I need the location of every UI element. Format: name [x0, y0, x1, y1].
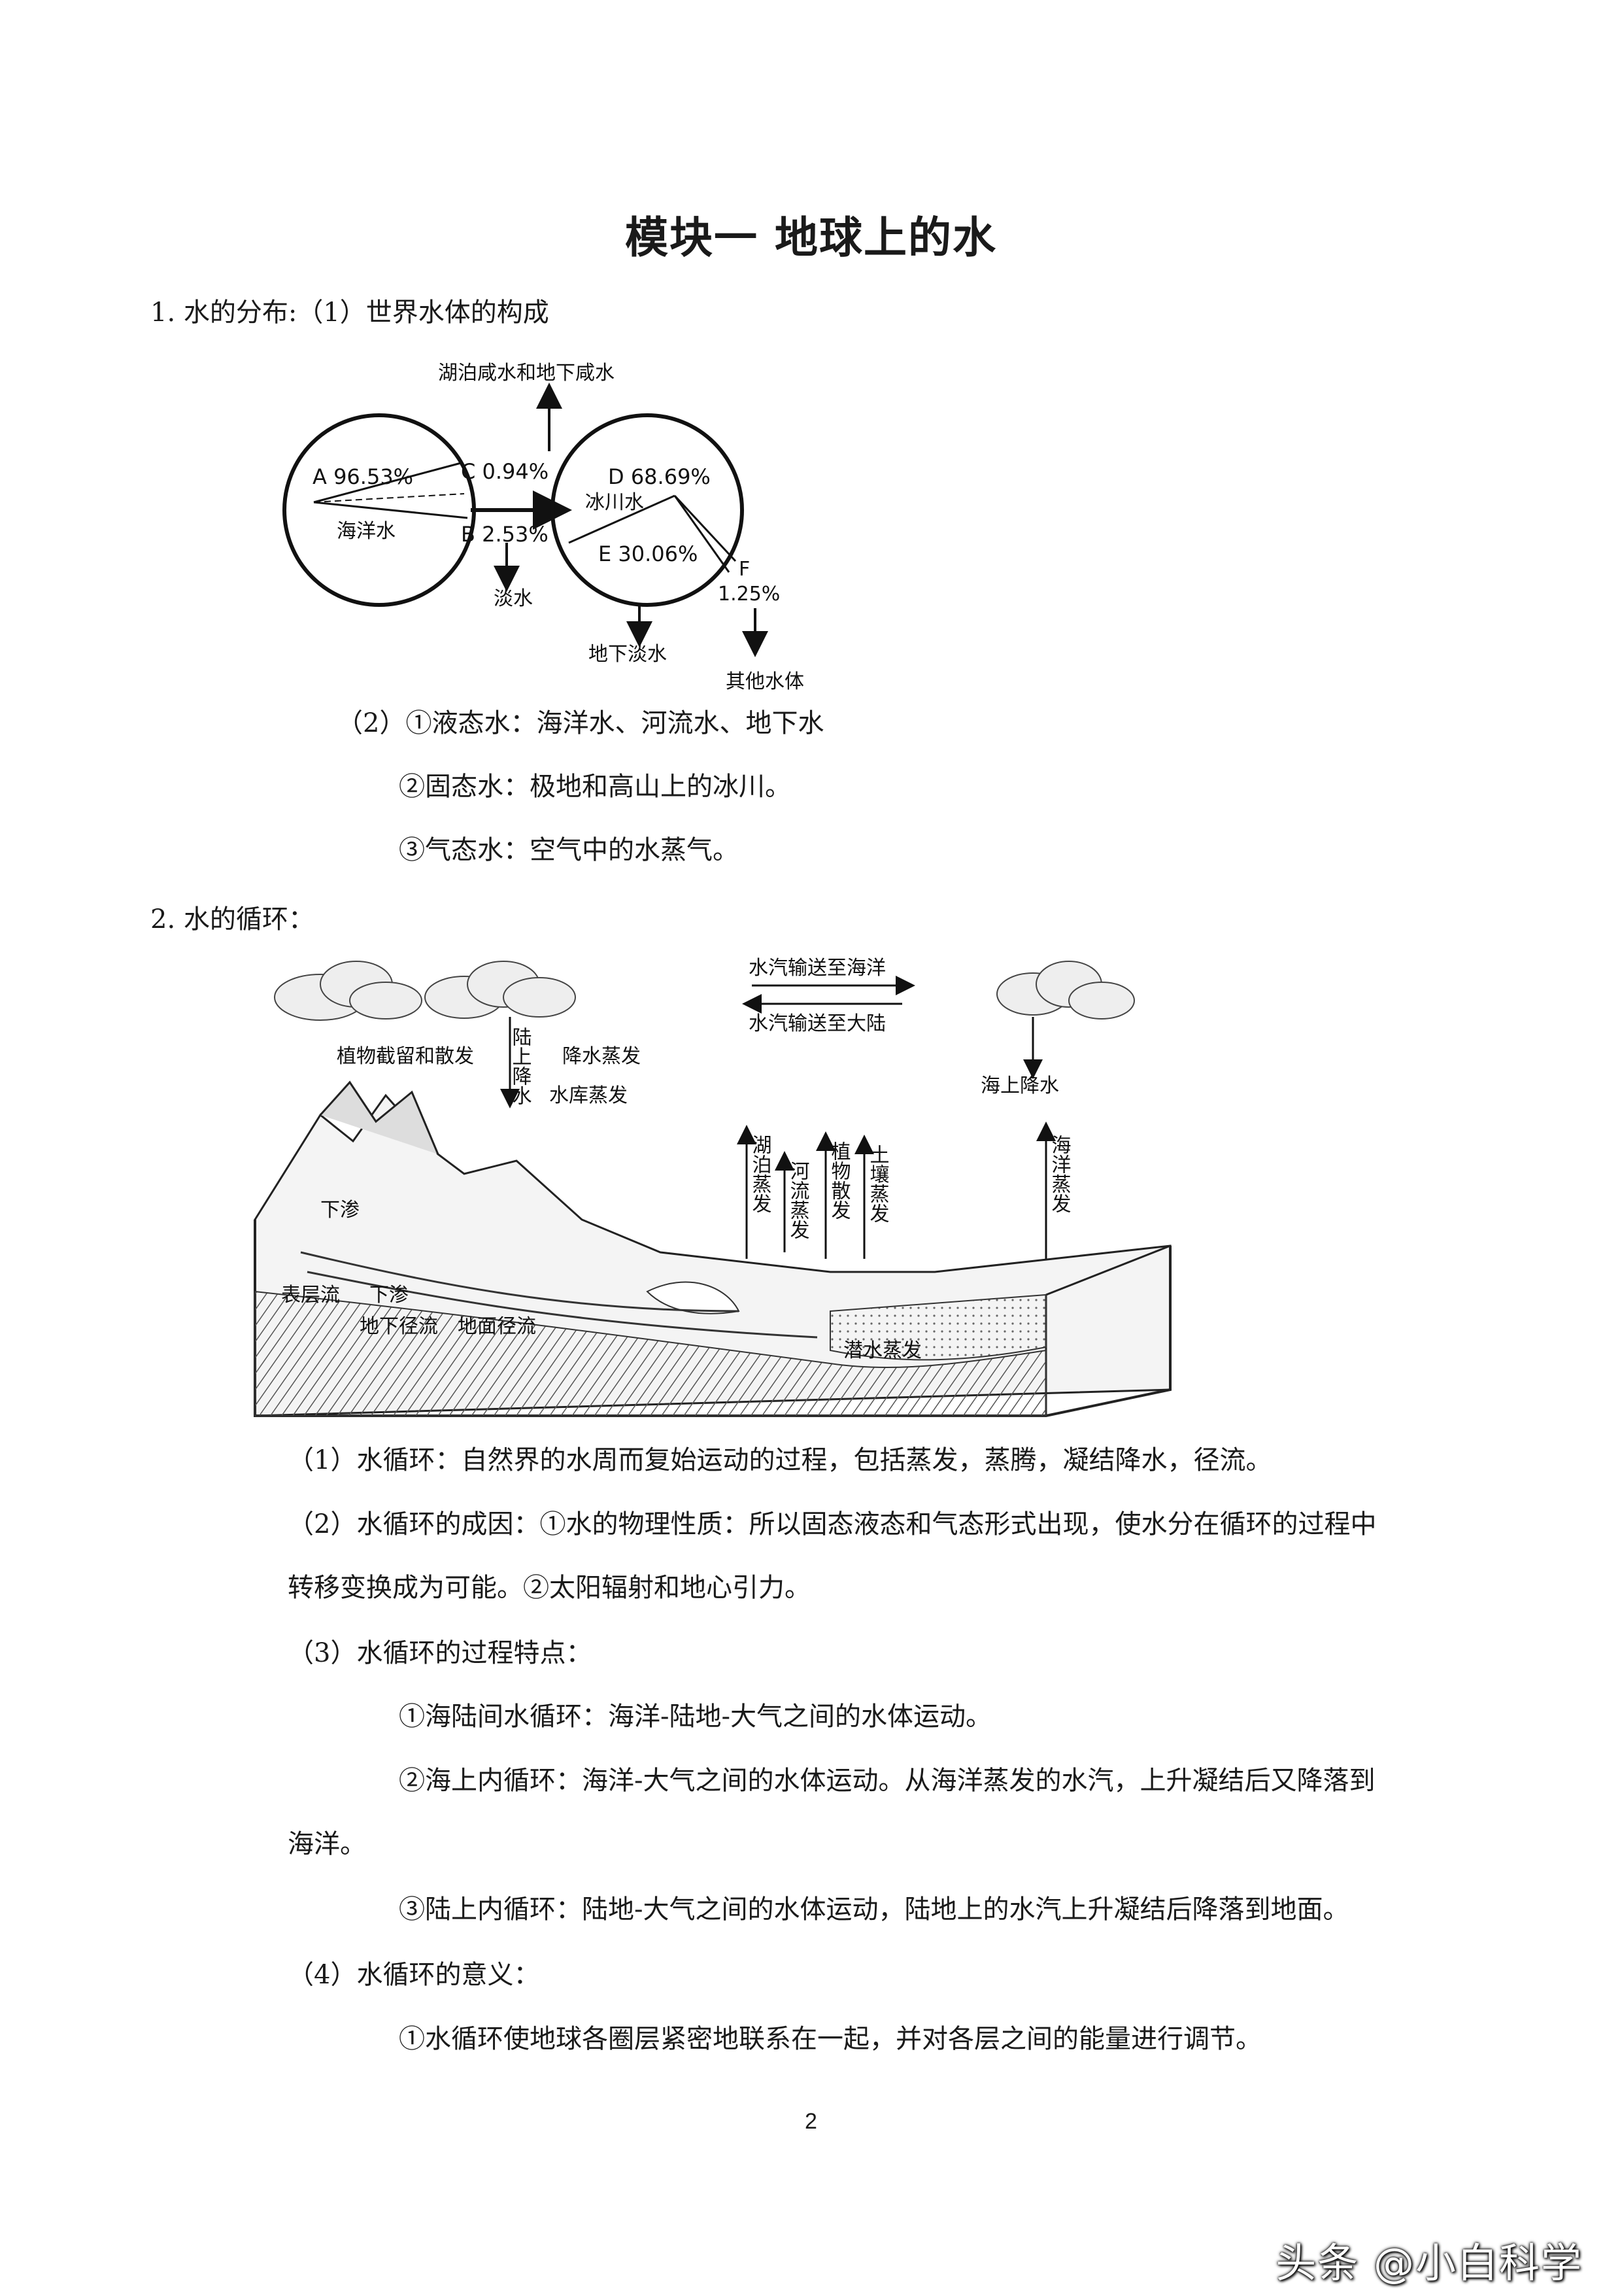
infiltration-label: 下渗 [320, 1199, 360, 1222]
infiltration-label-2: 下渗 [369, 1284, 409, 1307]
para-2-causes-b: 转移变换成为可能。②太阳辐射和地心引力。 [288, 1573, 811, 1603]
plant-interception-label: 植物截留和散发 [337, 1045, 474, 1068]
underground-runoff-label: 地下径流 [360, 1315, 438, 1338]
slice-e-label: E 30.06% [598, 541, 698, 566]
lake-evaporation-label: 湖泊蒸发 [749, 1135, 772, 1213]
para-2-causes-a: （2）水循环的成因：①水的物理性质：所以固态液态和气态形式出现，使水分在循环的过… [288, 1509, 1377, 1539]
item-2-solid: ②固态水：极地和高山上的冰川。 [399, 772, 791, 802]
page-title: 模块一 地球上的水 [625, 213, 997, 263]
pie-divider-d [568, 494, 675, 544]
slice-b-label: B 2.53% [461, 522, 549, 547]
pie-divider-f [673, 494, 737, 562]
fresh-water-label: 淡水 [494, 587, 533, 610]
para-3-item-2b: 海洋。 [288, 1829, 366, 1859]
phreatic-evaporation-label: 潜水蒸发 [843, 1339, 922, 1362]
surface-runoff-label: 地面径流 [458, 1315, 536, 1338]
total-water-circle [282, 413, 476, 607]
land-precipitation-label: 陆上降水 [509, 1027, 532, 1105]
item-2-liquid: （2）①液态水：海洋水、河流水、地下水 [337, 708, 824, 738]
cloud-icon [996, 961, 1135, 1019]
groundwater-label: 地下淡水 [588, 643, 667, 666]
item-2-gas: ③气态水：空气中的水蒸气。 [399, 835, 739, 865]
ocean-precipitation-label: 海上降水 [981, 1074, 1059, 1097]
slice-f-value: 1.25% [718, 583, 780, 606]
water-distribution-diagram: 湖泊咸水和地下咸水 A 96.53% C 0.94% 海洋水 B 2.53% 淡… [282, 362, 804, 693]
slice-d-label: D 68.69% [608, 464, 711, 489]
slice-a-label: A 96.53% [313, 464, 413, 489]
section-1-heading: 1. 水的分布:（1）世界水体的构成 [150, 298, 549, 328]
slice-c-label: C 0.94% [461, 459, 549, 484]
para-3-item-2a: ②海上内循环：海洋-大气之间的水体运动。从海洋蒸发的水汽，上升凝结后又降落到 [399, 1766, 1376, 1796]
vapor-to-land-label: 水汽输送至大陆 [749, 1012, 886, 1035]
water-cycle-diagram: 水汽输送至海洋 水汽输送至大陆 植物截留和散发 陆上降水 降水蒸发 水库蒸发 海… [254, 957, 1172, 1417]
river-evaporation-label: 河流蒸发 [786, 1161, 810, 1239]
saline-lake-groundwater-label: 湖泊咸水和地下咸水 [438, 362, 615, 385]
soil-evaporation-label: 土壤蒸发 [866, 1144, 890, 1223]
glacier-label: 冰川水 [585, 491, 644, 514]
page-number: 2 [805, 2109, 817, 2134]
surface-flow-label: 表层流 [281, 1284, 340, 1307]
para-3-item-3: ③陆上内循环：陆地-大气之间的水体运动，陆地上的水汽上升凝结后降落到地面。 [399, 1894, 1349, 1925]
para-4-item-1: ①水循环使地球各圈层紧密地联系在一起，并对各层之间的能量进行调节。 [399, 2024, 1262, 2054]
ocean-evaporation-label: 海洋蒸发 [1048, 1135, 1072, 1213]
ocean-water-label: 海洋水 [337, 520, 396, 543]
para-1-definition: （1）水循环：自然界的水周而复始运动的过程，包括蒸发，蒸腾，凝结降水，径流。 [288, 1445, 1272, 1475]
para-4-heading: （4）水循环的意义： [288, 1960, 540, 1990]
slice-f-label: F [739, 558, 750, 581]
cloud-icon [424, 961, 576, 1019]
other-water-label: 其他水体 [726, 670, 804, 693]
plant-transpiration-label: 植物散发 [828, 1141, 851, 1220]
watermark: 头条 @小白科学 [1276, 2239, 1583, 2287]
pie-divider-c [313, 462, 462, 504]
fresh-water-circle [550, 413, 744, 607]
reservoir-evaporation-label: 水库蒸发 [549, 1084, 628, 1107]
cloud-icon [274, 961, 422, 1021]
vapor-to-ocean-label: 水汽输送至海洋 [749, 957, 886, 980]
terrain-block [254, 1080, 1172, 1417]
precip-evaporation-label: 降水蒸发 [562, 1045, 641, 1068]
pie-divider-b [313, 501, 468, 519]
pie-divider-dashed [313, 493, 465, 503]
section-2-heading: 2. 水的循环： [150, 904, 314, 934]
para-3-item-1: ①海陆间水循环：海洋-陆地-大气之间的水体运动。 [399, 1702, 992, 1732]
para-3-heading: （3）水循环的过程特点： [288, 1638, 592, 1668]
pie-divider-e [673, 495, 730, 573]
